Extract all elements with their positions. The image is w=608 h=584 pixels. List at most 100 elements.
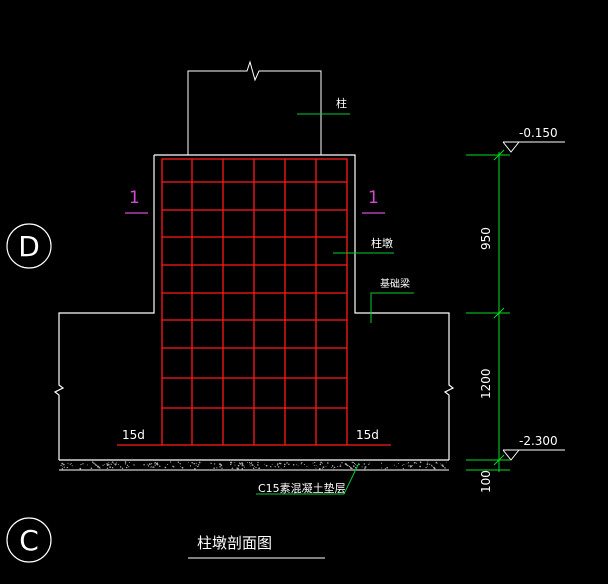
beam-leader [370, 292, 414, 323]
bedding-stipple-dot [265, 464, 268, 467]
dimension-upper-label: 950 [479, 227, 493, 250]
bedding-stipple-dot [249, 465, 251, 467]
bedding-stipple-dot [274, 466, 276, 468]
column-stub [187, 60, 322, 155]
elevation-marker-bottom: -2.300 [502, 434, 565, 461]
bedding-stipple-dot [361, 466, 363, 468]
axis-bubble-d-circle [6, 223, 52, 269]
bedding-stipple-dot [331, 466, 332, 468]
bedding-stipple-dot [419, 461, 422, 464]
bedding-stipple-dot [97, 466, 99, 468]
bedding-stipple-dot [195, 465, 197, 467]
pier-left-outline [53, 155, 155, 460]
bedding-stipple-dot [340, 463, 342, 465]
bedding-stipple-dot [179, 463, 181, 465]
bedding-stipple-dot [220, 463, 222, 466]
bedding-stipple-dot [213, 463, 216, 465]
bedding-stipple-dot [115, 462, 118, 464]
bedding-stipple-dot [151, 466, 153, 468]
pier-label: 柱墩 [371, 236, 393, 250]
dimension-chain [466, 149, 510, 472]
bedding-stipple-dot [102, 464, 104, 466]
bedding-stipple-dot [355, 463, 357, 466]
bedding-stipple-dot [380, 462, 383, 464]
bedding-stipple-dot [156, 463, 159, 466]
bedding-stipple-dot [230, 461, 232, 464]
bedding-stipple-dot [348, 465, 351, 468]
dimension-tick-bottom [493, 454, 505, 466]
hook-right-label: 15d [356, 428, 379, 442]
bedding-stipple-dot [71, 465, 73, 467]
bedding-stipple-dot [111, 461, 114, 463]
bedding-stipple-dot [314, 461, 316, 464]
bedding-stipple-dot [119, 466, 122, 468]
bedding-stipple-dot [111, 466, 114, 469]
bedding-stipple-dot [117, 463, 119, 466]
bedding-stipple-dot [286, 462, 288, 464]
bedding-stipple-dot [156, 462, 159, 464]
bedding-stipple-dot [258, 467, 261, 470]
bedding-stipple-dot [99, 467, 101, 469]
bedding-stipple-dot [358, 463, 360, 466]
bedding-stipple-dot [306, 466, 308, 468]
axis-bubble-c-circle [6, 517, 52, 563]
bedding-stipple-dot [251, 461, 253, 463]
bedding-stipple-dot [80, 463, 82, 466]
bedding-stipple-dot [188, 461, 190, 463]
bedding-stipple-dot [126, 464, 129, 466]
bedding-stipple-dot [331, 465, 334, 467]
dimension-tick-top [493, 149, 505, 161]
bedding-stipple-dot [79, 467, 82, 470]
bedding-stipple-dot [242, 464, 244, 467]
bedding-stipple-dot [353, 465, 355, 467]
bedding-stipple-dot [197, 464, 200, 466]
bedding-stipple-dot [213, 467, 215, 469]
bedding-stipple-dot [257, 461, 259, 464]
elevation-top-label: -0.150 [519, 126, 558, 140]
rebar-grid [117, 158, 391, 446]
bedding-stipple-dot [230, 463, 232, 466]
bedding-stipple-dot [364, 468, 366, 470]
bedding-stipple-dot [252, 464, 254, 466]
bedding-stipple-dot [63, 466, 65, 468]
bedding-stipple-dot [442, 466, 444, 468]
bedding-stipple-dot [154, 464, 156, 466]
bedding-stipple-dot [121, 467, 124, 470]
bedding-stipple-dot [270, 466, 272, 468]
bedding-stipple-dot [297, 465, 299, 467]
bedding-stipple-dot [154, 462, 156, 464]
bedding-stipple-dot [368, 463, 370, 465]
bedding-stipple-dot [128, 462, 130, 463]
bedding-stipple-dot [180, 465, 182, 467]
bedding-stipple-dot [257, 464, 259, 466]
bedding-stipple-dot [125, 466, 128, 469]
drawing-title: 柱墩剖面图 [197, 534, 272, 552]
bedding-stipple-dot [278, 462, 281, 465]
section-mark-left-number: 1 [129, 188, 140, 208]
bedding-stipple-dot [95, 464, 96, 465]
bedding-stipple-dot [69, 463, 71, 465]
bedding-stipple-dot [248, 463, 250, 465]
bedding-stipple-dot [364, 466, 367, 468]
axis-bubble-d-label: D [18, 230, 40, 263]
axis-bubble-d: D [6, 223, 52, 269]
bedding-stipple-dot [413, 462, 416, 464]
bedding-stipple-dot [426, 465, 428, 467]
bedding-stipple-dot [96, 465, 98, 466]
bedding-stipple-dot [195, 462, 197, 464]
bedding-stipple-dot [401, 464, 403, 466]
bedding-stipple-dot [318, 467, 321, 470]
bedding-stipple-dot [339, 465, 342, 467]
beam-label: 基础梁 [380, 277, 410, 290]
bedding-stipple-dot [425, 466, 427, 469]
bedding-stipple-dot [221, 467, 223, 469]
bedding-layer [59, 459, 449, 471]
bedding-stipple-dot [198, 461, 201, 464]
bedding-stipple-dot [313, 465, 315, 467]
bedding-stipple-dot [276, 463, 279, 465]
bedding-stipple-dot [151, 463, 153, 465]
bedding-stipple-dot [82, 463, 84, 465]
bedding-stipple-dot [415, 462, 417, 464]
bedding-stipple-dot [107, 463, 110, 466]
